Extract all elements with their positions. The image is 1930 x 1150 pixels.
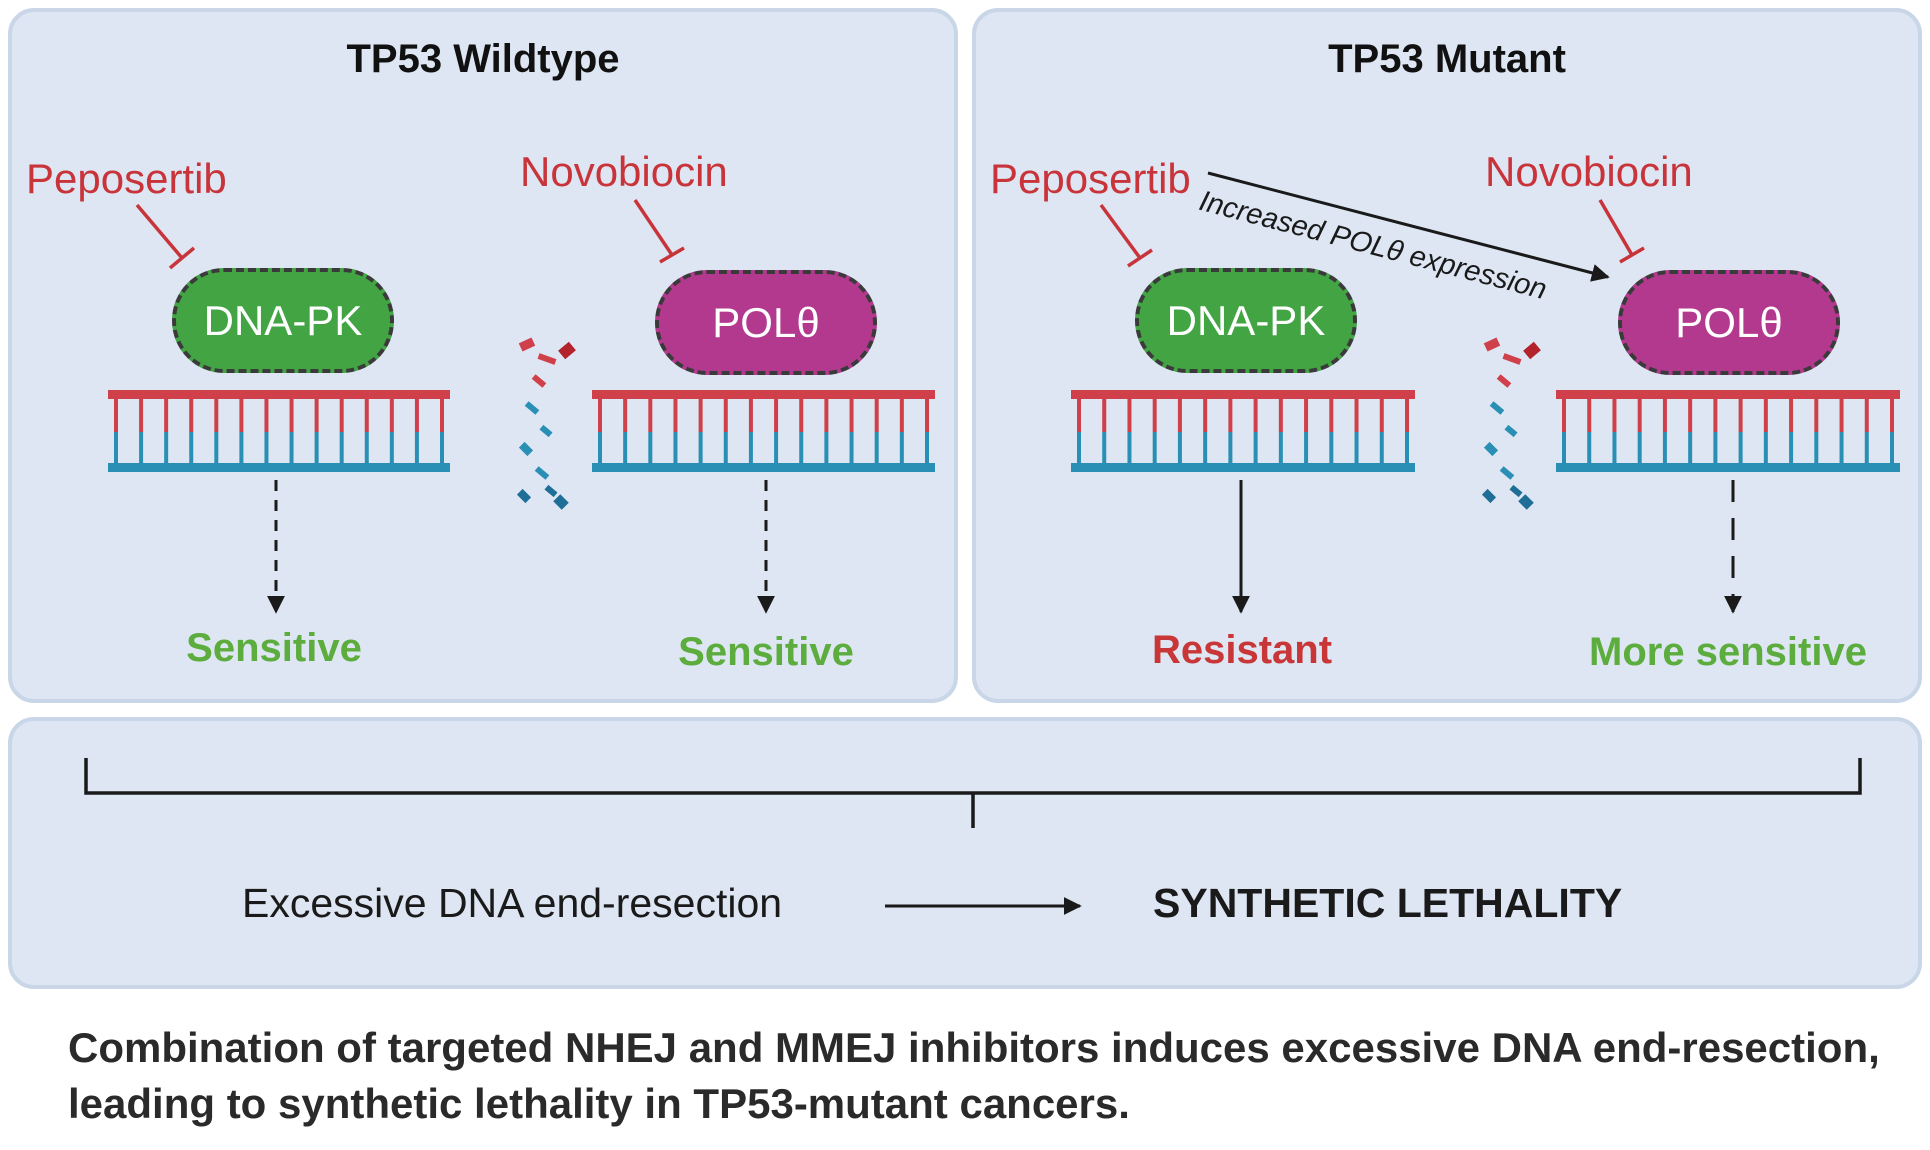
protein-dnapk-wt: DNA-PK	[172, 268, 394, 373]
resection-text: Excessive DNA end-resection	[242, 880, 783, 926]
panel-combination	[8, 717, 1922, 989]
outcome-mut-left: Resistant	[1151, 628, 1333, 672]
panel-title-wildtype: TP53 Wildtype	[346, 37, 620, 81]
drug-label-peposertib-mut: Peposertib	[990, 155, 1191, 202]
synthetic-lethality-text: SYNTHETIC LETHALITY	[1153, 880, 1623, 926]
caption: Combination of targeted NHEJ and MMEJ in…	[68, 1024, 1880, 1127]
drug-label-novobiocin-wt: Novobiocin	[520, 148, 728, 195]
drug-label-novobiocin-mut: Novobiocin	[1485, 148, 1693, 195]
outcome-wt-left: Sensitive	[186, 626, 362, 670]
outcome-mut-right: More sensitive	[1589, 630, 1867, 674]
protein-polt-mut: POLθ	[1618, 270, 1840, 375]
protein-dnapk-mut: DNA-PK	[1135, 268, 1357, 373]
protein-polt-wt: POLθ	[655, 270, 877, 375]
panel-title-mutant: TP53 Mutant	[1328, 37, 1566, 81]
outcome-wt-right: Sensitive	[678, 630, 854, 674]
drug-label-peposertib-wt: Peposertib	[26, 155, 227, 202]
